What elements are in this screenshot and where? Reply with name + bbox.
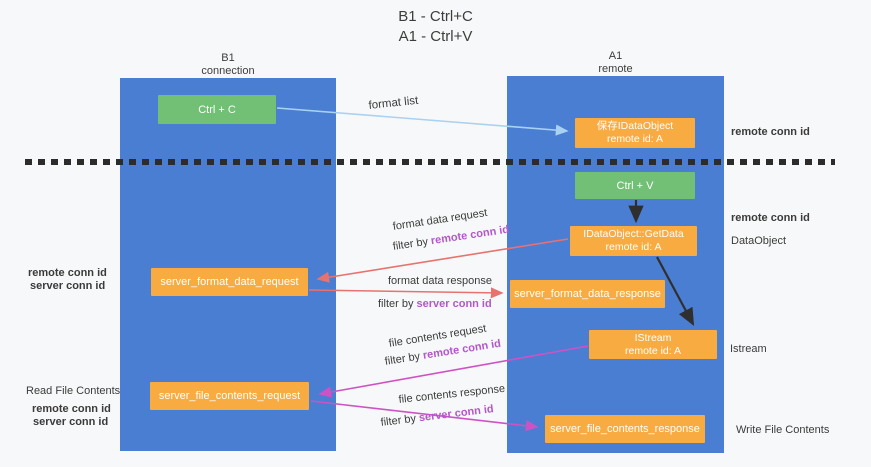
arrow-format-list: [276, 107, 569, 136]
title-line-1: B1 - Ctrl+C: [398, 8, 473, 25]
right-label-istream: Istream: [730, 343, 767, 355]
box-server-format-data-response-label: server_format_data_response: [514, 288, 661, 300]
arrow-format-data-response: [308, 287, 504, 299]
label-server-conn-id-inline-1: server conn id: [416, 298, 492, 310]
box-ctrl-v: Ctrl + V: [575, 172, 695, 199]
diagram-title: B1 - Ctrl+C A1 - Ctrl+V: [0, 7, 871, 47]
arrow-format-data-request: [316, 238, 569, 283]
left-label-server-conn-id-2: server conn id: [33, 416, 109, 428]
box-istream-line1: IStream: [634, 331, 672, 344]
arrow-getdata-to-istream: [656, 256, 695, 326]
box-istream-line2: remote id: A: [624, 344, 682, 357]
arrow-file-contents-response: [310, 400, 539, 432]
arrow-file-contents-request: [318, 345, 589, 398]
column-header-a1-name: A1: [608, 50, 623, 62]
box-save-idataobject: 保存IDataObject remote id: A: [575, 118, 695, 148]
column-header-a1: A1 remote: [507, 50, 724, 75]
label-filter-by-server-conn-id-1: filter by server conn id: [378, 298, 492, 310]
box-idataobject-getdata: IDataObject::GetData remote id: A: [570, 226, 697, 256]
box-server-file-contents-request: server_file_contents_request: [150, 382, 309, 410]
box-idataobject-getdata-line2: remote id: A: [605, 241, 662, 253]
box-ctrl-c-label: Ctrl + C: [198, 103, 236, 116]
right-label-remote-conn-id-mid: remote conn id: [731, 212, 810, 224]
dashed-separator-line: [25, 159, 835, 165]
column-header-b1-role: connection: [201, 64, 255, 77]
label-filter-by-text-2: filter by: [378, 298, 417, 310]
left-label-remote-conn-id: remote conn id: [28, 267, 107, 279]
right-label-remote-conn-id-top: remote conn id: [731, 126, 810, 138]
box-save-idataobject-line2: remote id: A: [606, 133, 664, 145]
right-label-dataobject: DataObject: [731, 235, 787, 247]
right-label-write-file-contents: Write File Contents: [736, 424, 830, 436]
box-ctrl-v-label: Ctrl + V: [616, 179, 654, 192]
column-header-b1-name: B1: [221, 52, 235, 64]
box-server-format-data-response: server_format_data_response: [510, 280, 665, 308]
column-header-a1-role: remote: [598, 62, 633, 75]
box-ctrl-c: Ctrl + C: [158, 95, 276, 124]
left-label-remote-conn-id-2: remote conn id: [32, 403, 111, 415]
left-label-read-file-contents: Read File Contents: [26, 385, 121, 397]
box-server-format-data-request-label: server_format_data_request: [160, 276, 299, 288]
column-header-b1: B1 connection: [120, 52, 336, 77]
box-server-file-contents-response: server_file_contents_response: [545, 415, 705, 443]
box-idataobject-getdata-line1: IDataObject::GetData: [583, 228, 684, 240]
box-server-format-data-request: server_format_data_request: [151, 268, 308, 296]
box-server-file-contents-request-label: server_file_contents_request: [158, 390, 301, 402]
title-line-2: A1 - Ctrl+V: [398, 28, 473, 45]
box-save-idataobject-line1: 保存IDataObject: [596, 120, 674, 132]
box-server-file-contents-response-label: server_file_contents_response: [550, 423, 700, 435]
left-label-server-conn-id: server conn id: [30, 280, 106, 292]
label-format-data-response: format data response: [388, 275, 492, 287]
box-istream: IStream remote id: A: [589, 330, 717, 359]
